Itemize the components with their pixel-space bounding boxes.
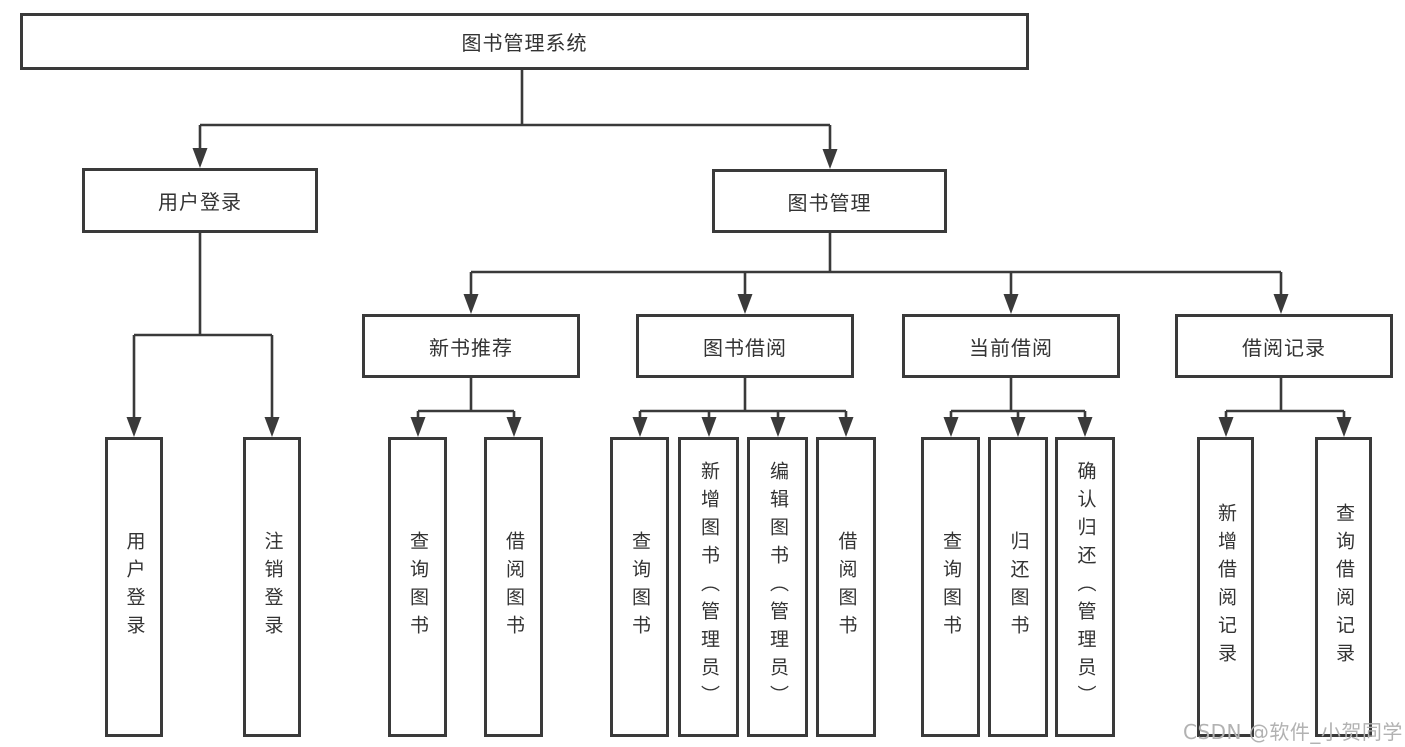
leaf-label: 注销登录 [261, 531, 284, 643]
leaf-label: 新增图书（管理员） [698, 461, 720, 713]
leaf-label: 新增借阅记录 [1215, 503, 1237, 671]
leaf-query-borrow-record: 查询借阅记录 [1315, 437, 1372, 737]
node-label: 当前借阅 [969, 335, 1053, 360]
tree-edges [132, 70, 1346, 420]
node-label: 借阅记录 [1242, 335, 1326, 360]
node-borrow-records: 借阅记录 [1175, 314, 1393, 378]
node-label: 图书管理系统 [461, 31, 588, 55]
leaf-add-borrow-record: 新增借阅记录 [1197, 437, 1254, 737]
leaf-confirm-return-admin: 确认归还（管理员） [1055, 437, 1115, 737]
leaf-user-login: 用户登录 [105, 437, 163, 737]
leaf-label: 用户登录 [123, 531, 146, 643]
leaf-recommend-query-books: 查询图书 [388, 437, 447, 737]
node-label: 用户登录 [158, 190, 242, 214]
leaf-borrow-query-books: 查询图书 [610, 437, 669, 737]
leaf-label: 查询图书 [629, 531, 651, 643]
leaf-recommend-borrow-books: 借阅图书 [484, 437, 543, 737]
leaf-logout: 注销登录 [243, 437, 301, 737]
leaf-return-books: 归还图书 [988, 437, 1048, 737]
leaf-label: 借阅图书 [835, 531, 858, 643]
leaf-label: 查询借阅记录 [1333, 503, 1355, 671]
node-current-borrow: 当前借阅 [902, 314, 1120, 378]
leaf-current-query-books: 查询图书 [921, 437, 980, 737]
leaf-label: 归还图书 [1007, 531, 1030, 643]
leaf-label: 查询图书 [407, 531, 429, 643]
node-label: 新书推荐 [429, 335, 513, 360]
leaf-borrow-books: 借阅图书 [816, 437, 876, 737]
leaf-label: 编辑图书（管理员） [767, 461, 789, 713]
node-label: 图书管理 [787, 190, 872, 215]
node-label: 图书借阅 [703, 335, 787, 360]
node-root-system: 图书管理系统 [20, 13, 1029, 70]
leaf-label: 借阅图书 [503, 531, 525, 643]
leaf-edit-books-admin: 编辑图书（管理员） [747, 437, 808, 737]
arrowheads [126, 148, 1352, 437]
csdn-watermark: CSDN @软件_小贺同学 [1183, 720, 1403, 744]
leaf-label: 查询图书 [940, 531, 962, 643]
leaf-label: 确认归还（管理员） [1074, 461, 1097, 713]
node-book-management-branch: 图书管理 [712, 169, 947, 233]
leaf-add-books-admin: 新增图书（管理员） [678, 437, 739, 737]
node-book-borrow: 图书借阅 [636, 314, 854, 378]
node-new-book-recommend: 新书推荐 [362, 314, 580, 378]
node-user-login-branch: 用户登录 [82, 168, 318, 233]
